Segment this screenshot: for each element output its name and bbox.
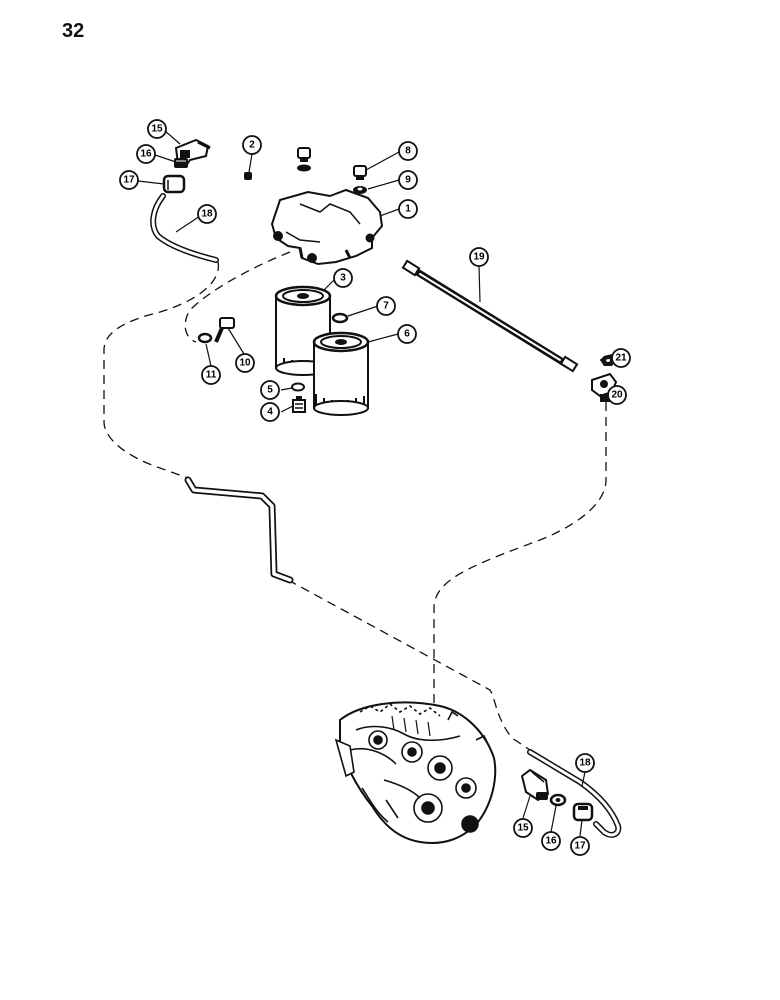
dashed-line-supply-1: [103, 261, 220, 479]
callout-2: 2: [242, 135, 262, 155]
fuel-line-middle-segment: [184, 476, 294, 584]
dashed-line-head-return: [184, 251, 291, 343]
bleed-screw-center: [297, 147, 311, 172]
nut-16-lower: [549, 793, 567, 807]
callout-label: 18: [579, 758, 591, 769]
callout-label: 21: [615, 353, 627, 364]
callout-18-upper: 18: [197, 204, 217, 224]
callout-label: 15: [151, 124, 163, 135]
callout-8: 8: [398, 141, 418, 161]
callout-label: 19: [473, 252, 485, 263]
callout-16-lower: 16: [541, 831, 561, 851]
callout-label: 9: [405, 175, 411, 186]
fuel-line-18-upper: [150, 193, 219, 263]
callout-6: 6: [397, 324, 417, 344]
callout-label: 8: [405, 146, 411, 157]
callout-label: 3: [340, 273, 346, 284]
plug-2: [244, 172, 252, 180]
page-number: 32: [62, 20, 85, 42]
callout-label: 11: [206, 370, 217, 381]
callout-11: 11: [201, 365, 221, 385]
callout-label: 2: [249, 140, 255, 151]
callout-label: 16: [140, 149, 152, 160]
callout-label: 5: [267, 385, 273, 396]
fuel-line-18-lower: [527, 749, 622, 838]
callout-3: 3: [333, 268, 353, 288]
callout-label: 17: [574, 841, 586, 852]
o-ring-7: [331, 312, 349, 324]
callout-18-lower: 18: [575, 753, 595, 773]
screw-8: [353, 165, 367, 180]
washer-9: [353, 186, 367, 194]
nut-16-upper: [174, 158, 188, 168]
dashed-line-return: [433, 402, 607, 712]
callout-label: 18: [201, 209, 213, 220]
callout-label: 6: [404, 329, 410, 340]
callout-label: 4: [267, 407, 273, 418]
callout-label: 7: [383, 301, 389, 312]
sleeve-17-lower: [572, 802, 594, 822]
callout-21: 21: [611, 348, 631, 368]
callout-4: 4: [260, 402, 280, 422]
callout-16-upper: 16: [136, 144, 156, 164]
washer-5: [291, 382, 305, 392]
injection-pump: [334, 701, 497, 844]
callout-20: 20: [607, 385, 627, 405]
sleeve-17-upper: [162, 174, 186, 194]
filter-head-1: [270, 188, 384, 266]
dashed-routing-lines: [103, 251, 607, 751]
callout-7: 7: [376, 296, 396, 316]
callout-9: 9: [398, 170, 418, 190]
dashed-line-supply-2: [287, 579, 531, 751]
callout-label: 1: [405, 204, 411, 215]
callout-label: 17: [123, 175, 135, 186]
callout-10: 10: [235, 353, 255, 373]
callout-15-upper: 15: [147, 119, 167, 139]
washer-11: [197, 332, 213, 344]
callout-15-lower: 15: [513, 818, 533, 838]
bolt-10: [214, 317, 235, 343]
drain-plug-4: [292, 396, 306, 413]
callout-17-lower: 17: [570, 836, 590, 856]
filter-element-6: [312, 331, 370, 416]
callout-5: 5: [260, 380, 280, 400]
callout-label: 15: [517, 823, 529, 834]
fitting-15-lower: [520, 768, 550, 802]
filter-element-3: [274, 285, 332, 376]
callout-label: 10: [239, 358, 251, 369]
leader-lines: [137, 129, 617, 837]
callout-label: 20: [611, 390, 623, 401]
fuel-line-19: [401, 259, 579, 373]
callout-19: 19: [469, 247, 489, 267]
callout-17-upper: 17: [119, 170, 139, 190]
callout-1: 1: [398, 199, 418, 219]
callout-label: 16: [545, 836, 557, 847]
